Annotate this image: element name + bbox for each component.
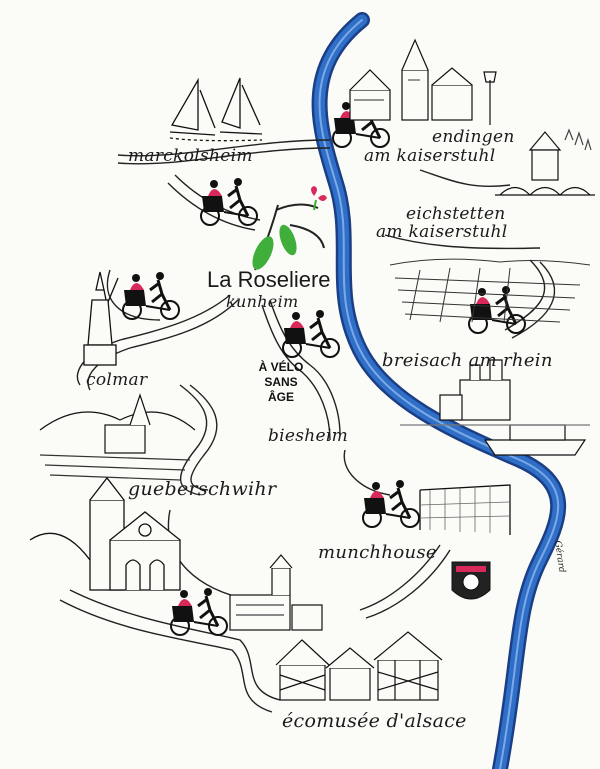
label-munchhouse: munchhouse: [318, 542, 437, 563]
winery-icon: [389, 258, 591, 323]
brand-title: La Roseliere: [207, 267, 331, 292]
tagline-line-1: À VÉLO: [258, 360, 304, 374]
sailboat-icon: [169, 77, 263, 142]
label-endingen-kaiserstuhl: am kaiserstuhl: [364, 146, 496, 166]
castle-icon: [439, 359, 511, 421]
rickshaw-breisach: [467, 284, 527, 335]
rickshaw-colmar: [121, 270, 181, 321]
label-biesheim: biesheim: [268, 426, 349, 446]
label-eichstetten: eichstetten: [406, 204, 506, 224]
rickshaw-kunheim: [281, 308, 341, 359]
bridge-icon: [495, 128, 595, 196]
label-marckolsheim: marckolsheim: [128, 146, 253, 166]
church-icon: [349, 38, 497, 125]
label-breisach: breisach am rhein: [382, 350, 553, 371]
statue-of-liberty-icon: [83, 271, 119, 366]
label-endingen: endingen: [432, 127, 515, 147]
tagline-line-3: ÂGE: [267, 390, 294, 404]
half-timbered-house-icon: [275, 631, 443, 701]
soccer-goal-icon: [419, 484, 511, 535]
crest-icon: [451, 561, 491, 600]
la-roseliere-logo: [252, 186, 327, 271]
rickshaw-munchhouse: [361, 478, 421, 529]
tagline: À VÉLO SANS ÂGE: [256, 360, 306, 405]
label-colmar: colmar: [86, 370, 148, 390]
tagline-line-2: SANS: [264, 375, 298, 389]
label-kunheim: kunheim: [226, 292, 299, 311]
boat-icon: [400, 424, 590, 456]
label-gueberschwihr: gueberschwihr: [128, 478, 277, 500]
label-eichstetten-kaiserstuhl: am kaiserstuhl: [376, 222, 508, 242]
rickshaw-gueberschwihr: [169, 586, 229, 637]
church-icon: [29, 476, 181, 591]
label-ecomusee: écomusée d'alsace: [282, 710, 467, 732]
